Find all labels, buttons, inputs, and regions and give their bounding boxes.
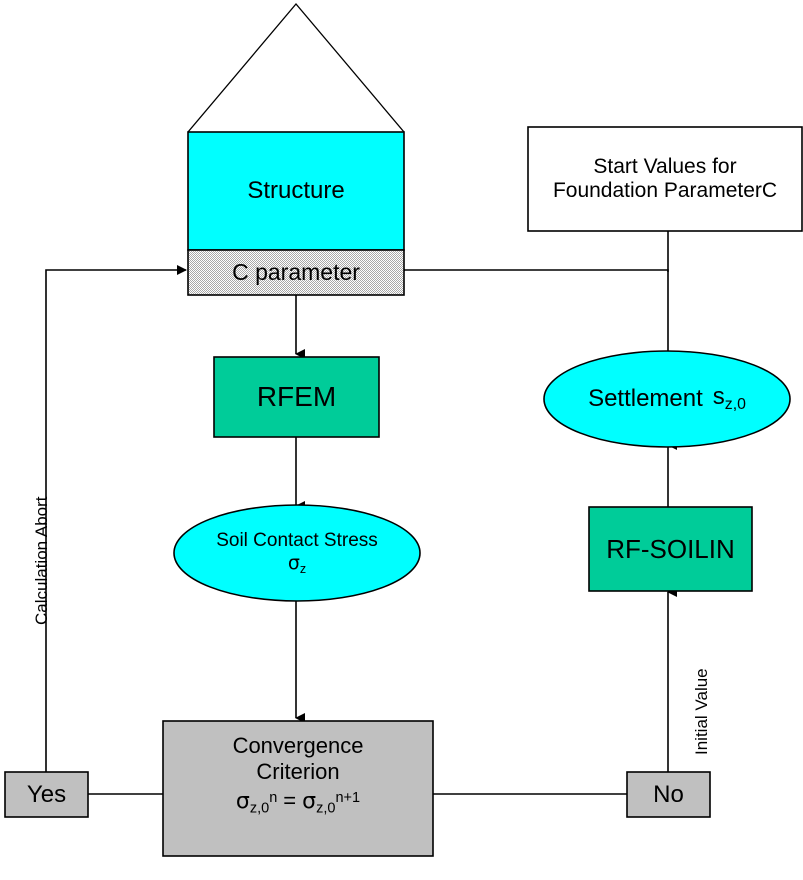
structure-roof — [187, 2, 405, 133]
no-box — [626, 771, 711, 818]
initial-value-label: Initial Value — [692, 668, 711, 755]
settlement-ellipse — [543, 350, 791, 448]
structure-box — [187, 131, 405, 251]
c-parameter-box — [187, 249, 405, 296]
start-values-box — [527, 126, 803, 232]
edge-settlement-to-cparam — [397, 265, 669, 352]
yes-box — [4, 771, 89, 818]
calculation-abort-label: Calculation Abort — [32, 496, 51, 625]
rfem-box — [213, 356, 380, 438]
soil-contact-stress-ellipse — [173, 504, 421, 602]
edge-yes-to-cparam — [45, 265, 187, 772]
convergence-box — [162, 720, 434, 857]
rf-soilin-box — [588, 506, 753, 592]
